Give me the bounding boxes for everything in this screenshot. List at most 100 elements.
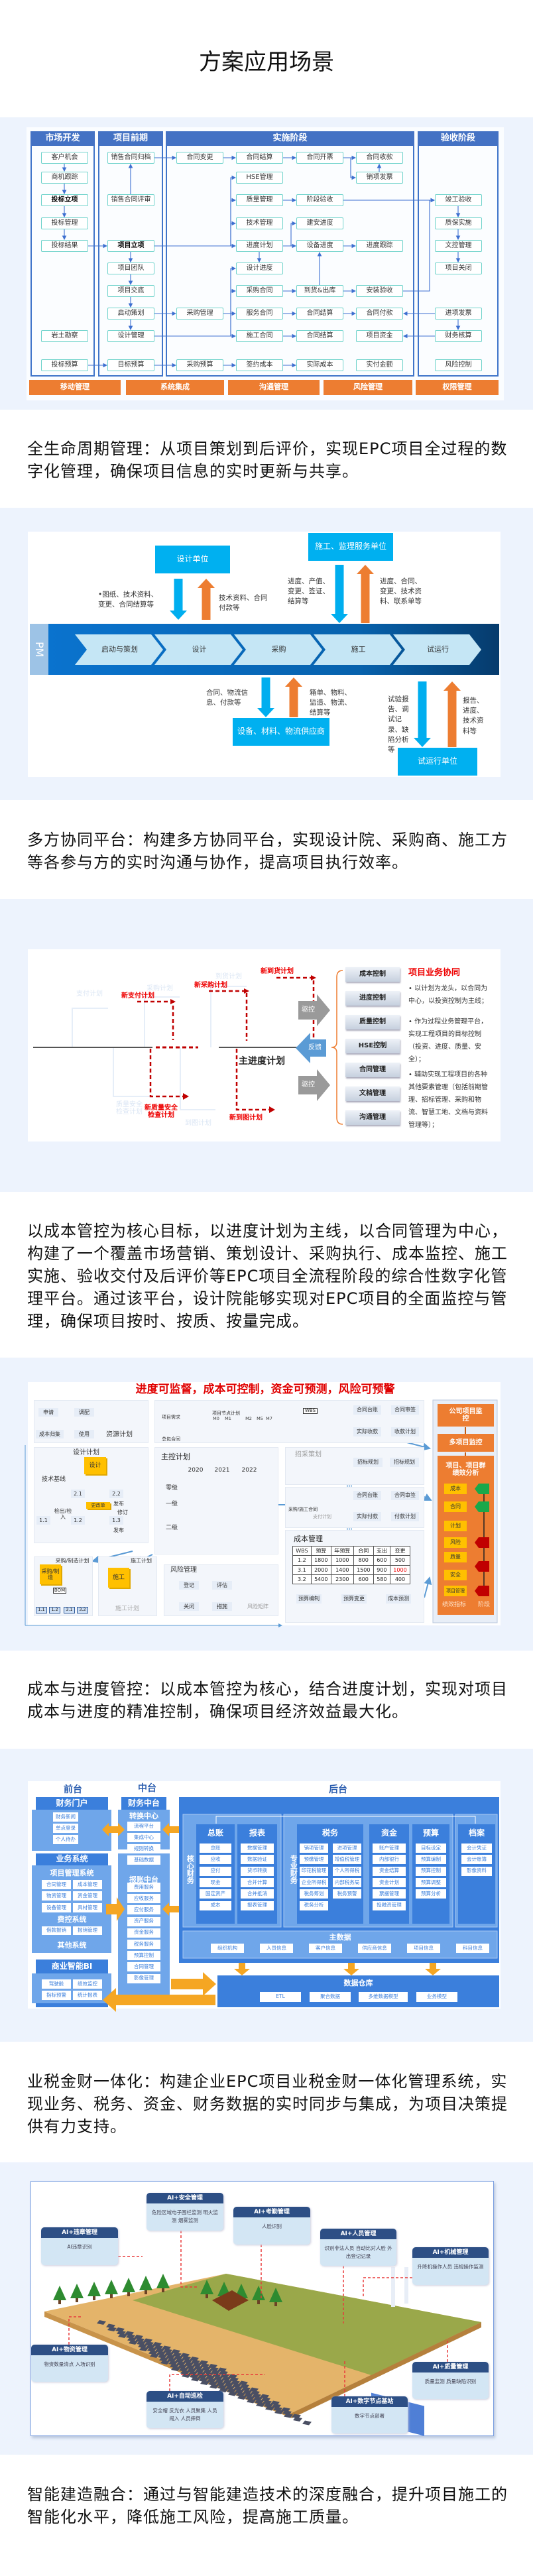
finance-item[interactable]: 应收 [200, 1855, 231, 1865]
ai-callout-8[interactable]: AI+质量管理质量监测 质量缺陷识别 [412, 2362, 489, 2399]
master-data-item[interactable]: 人员信息 [260, 1944, 293, 1953]
pms-item[interactable]: 设备管理 [42, 1903, 71, 1912]
indicator-box[interactable]: 成本 [444, 1484, 467, 1494]
flow-node[interactable]: 技术管理 [236, 217, 283, 229]
portal-item[interactable]: 财务新闻 [53, 1812, 78, 1822]
flow-node[interactable]: 合同开票 [296, 152, 343, 164]
conv-item[interactable]: 基础数据 [127, 1855, 160, 1865]
finance-item[interactable]: 预算调整 [416, 1877, 446, 1887]
actual-pay-box[interactable]: 实际付款 [353, 1512, 381, 1521]
stage-label[interactable]: 设计 [192, 644, 207, 654]
warehouse-item[interactable]: 聚合数据 [310, 1992, 351, 2002]
control-button-0[interactable]: 成本控制 [345, 967, 400, 982]
claim-item[interactable]: 资金服务 [127, 1928, 160, 1938]
finance-item[interactable]: 影像资料 [461, 1866, 492, 1876]
warehouse-item[interactable]: 多维数据模型 [359, 1992, 408, 2002]
flow-node[interactable]: 合同付款 [356, 308, 403, 320]
finance-item[interactable]: 预缴管理 [300, 1855, 328, 1865]
stage-label[interactable]: 施工 [351, 644, 366, 654]
finance-item[interactable]: 固定资产 [200, 1889, 231, 1899]
indicator-box[interactable]: 安全 [444, 1570, 467, 1580]
warehouse-item[interactable]: 业务模型 [416, 1992, 457, 2002]
stage-label[interactable]: 试运行 [427, 644, 449, 654]
node-1-1[interactable]: 1.1 [36, 1516, 50, 1525]
flow-node[interactable]: 项目资金 [356, 330, 403, 342]
portal-item[interactable]: 单点登录 [53, 1824, 78, 1833]
receipt-plan-box[interactable]: 收款计划 [391, 1427, 419, 1436]
flow-node[interactable]: 采购预算 [176, 359, 223, 371]
finance-item[interactable]: 预算分析 [416, 1889, 446, 1899]
party-box[interactable]: 试运行单位 [398, 748, 477, 776]
sign-box[interactable]: 合同审签 [391, 1491, 419, 1500]
flow-node[interactable]: 采购合同 [236, 285, 283, 297]
bi-item[interactable]: 统计报表 [73, 1991, 102, 2000]
node-1-3[interactable]: 1.3 [109, 1516, 123, 1525]
flow-node[interactable]: 服务合同 [236, 308, 283, 320]
finance-item[interactable]: 货币转换 [241, 1866, 274, 1876]
pay-plan-box[interactable]: 付款计划 [391, 1512, 419, 1521]
finance-item[interactable]: 总账 [200, 1844, 231, 1853]
flow-node[interactable]: 质保实施 [435, 217, 482, 229]
flow-node[interactable]: 投标结果 [41, 240, 88, 252]
cost-flow-box[interactable]: 预算编制 [296, 1594, 322, 1604]
stage-label[interactable]: 启动与策划 [101, 644, 138, 654]
claim-item[interactable]: 应收服务 [127, 1894, 160, 1904]
indicator-box[interactable]: 风险 [444, 1537, 467, 1548]
flow-node[interactable]: 实际成本 [296, 359, 343, 371]
flow-node[interactable]: 风险控制 [435, 359, 482, 371]
flow-node[interactable]: 目标预算 [107, 359, 154, 371]
finance-item[interactable]: 会计账簿 [461, 1855, 492, 1865]
control-button-6[interactable]: 沟通管理 [345, 1110, 400, 1125]
risk-close[interactable]: 关闭 [179, 1602, 199, 1611]
master-data-item[interactable]: 组织机构 [211, 1944, 244, 1953]
finance-item[interactable]: 增值税管理 [333, 1855, 361, 1865]
flow-node[interactable]: 财务核算 [435, 330, 482, 342]
bid-plan-box[interactable]: 招标规划 [353, 1458, 383, 1467]
finance-item[interactable]: 资金结算 [373, 1866, 406, 1876]
expense-item[interactable]: 借款报销 [42, 1926, 71, 1935]
finance-item[interactable]: 预算编制 [416, 1855, 446, 1865]
party-box[interactable]: 设计单位 [155, 546, 230, 573]
flow-node[interactable]: 设备进度 [296, 240, 343, 252]
flow-node[interactable]: 销售合同归档 [107, 152, 154, 164]
bid-plan-box[interactable]: 招标规划 [390, 1458, 419, 1467]
risk-measure[interactable]: 措施 [212, 1602, 232, 1611]
master-data-item[interactable]: 科目信息 [456, 1944, 489, 1953]
pms-item[interactable]: 物资管理 [42, 1891, 71, 1901]
risk-register[interactable]: 登记 [179, 1581, 199, 1590]
ai-callout-7[interactable]: AI+数字节点基站数字节点部署 [331, 2396, 408, 2433]
master-data-item[interactable]: 客户信息 [309, 1944, 342, 1953]
conv-item[interactable]: 流程平台 [127, 1822, 160, 1831]
pms-item[interactable]: 合同管理 [42, 1880, 71, 1889]
flow-node[interactable]: 投标预算 [41, 359, 88, 371]
finance-item[interactable]: 报表管理 [241, 1901, 274, 1910]
flow-node[interactable]: 进度计划 [236, 240, 283, 252]
flow-node[interactable]: 进项发票 [435, 308, 482, 320]
finance-item[interactable]: 应付 [200, 1866, 231, 1876]
footer-module[interactable]: 移动管理 [29, 380, 121, 395]
finance-item[interactable]: 成本 [200, 1901, 231, 1910]
flow-node[interactable]: 合同收款 [356, 152, 403, 164]
footer-module[interactable]: 系统集成 [126, 380, 224, 395]
multi-monitor[interactable]: 多项目监控 [438, 1434, 494, 1452]
flow-node[interactable]: 设计管理 [107, 330, 154, 342]
pms-item[interactable]: 具材管理 [73, 1903, 102, 1912]
footer-module[interactable]: 沟通管理 [228, 380, 320, 395]
node-2-1[interactable]: 2.1 [71, 1490, 85, 1498]
ai-callout-5[interactable]: AI+物资管理物资数量清点 入场识别 [31, 2345, 108, 2382]
flow-node[interactable]: 施工合同 [236, 330, 283, 342]
finance-item[interactable]: 进项管理 [333, 1844, 361, 1853]
ledger-box[interactable]: 合同台账 [353, 1405, 381, 1415]
claim-item[interactable]: 资产服务 [127, 1916, 160, 1926]
finance-item[interactable]: 数据管理 [241, 1844, 274, 1853]
company-monitor[interactable]: 公司项目监控 [438, 1404, 494, 1427]
flow-node[interactable]: 采购管理 [176, 308, 223, 320]
flow-node[interactable]: 启动策划 [107, 308, 154, 320]
flow-node[interactable]: 投标管理 [41, 217, 88, 229]
flow-node[interactable]: 合同结算 [296, 330, 343, 342]
pms-item[interactable]: 资金管理 [73, 1891, 102, 1901]
apply-box[interactable]: 申请 [38, 1408, 58, 1417]
